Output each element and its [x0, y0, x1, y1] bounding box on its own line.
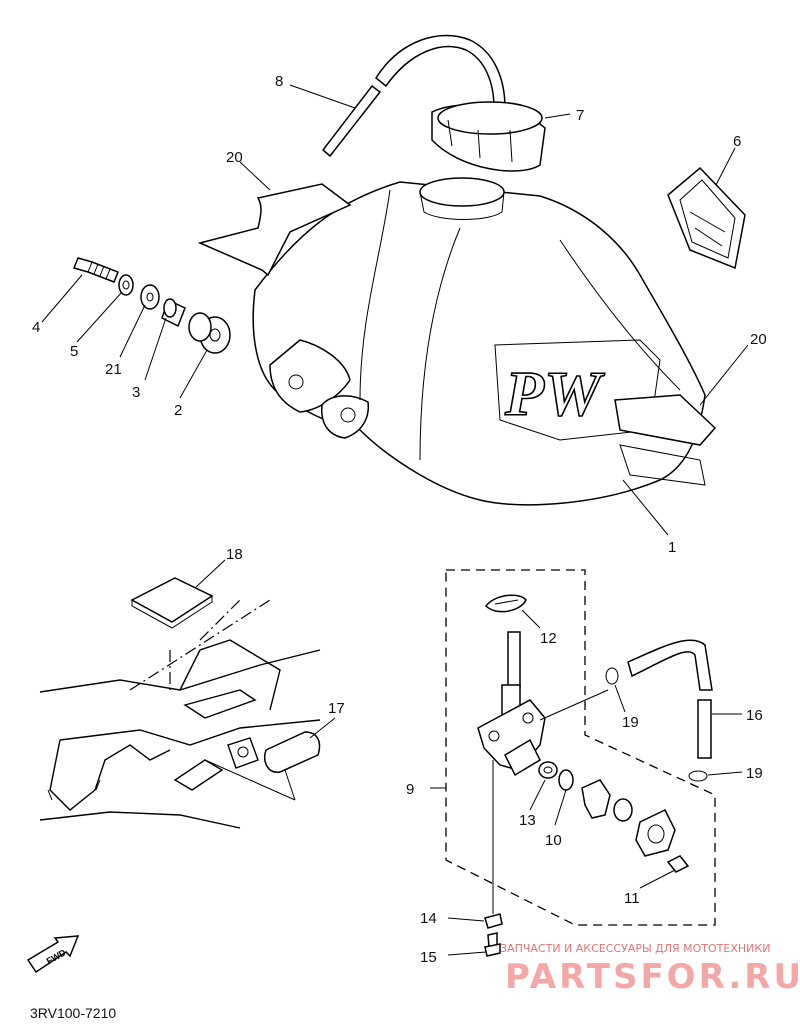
tank-emblem-plate	[667, 166, 746, 270]
lever-plate	[635, 809, 676, 857]
callout-21: 21	[105, 361, 122, 378]
callout-2: 2	[174, 402, 182, 419]
damper-pad-17	[264, 731, 321, 773]
tank-graphic-left	[197, 183, 352, 277]
callout-5: 5	[70, 343, 78, 360]
callout-20-right: 20	[750, 331, 767, 348]
damper-2	[188, 312, 231, 354]
forward-arrow-icon: FWD	[26, 935, 80, 974]
callout-9: 9	[406, 781, 414, 798]
fuel-tank	[252, 177, 706, 506]
callout-15: 15	[420, 949, 437, 966]
screw-11	[666, 855, 690, 873]
callout-19-upper: 19	[622, 714, 639, 731]
fuel-cock-assembly-box	[445, 569, 716, 926]
nut-14	[484, 913, 503, 929]
callout-13: 13	[519, 812, 536, 829]
callout-labels: 1 2 3 4 5 6 7 8 9 10 11 12 13 14 15 16 1…	[32, 73, 767, 966]
lever-valve	[581, 779, 633, 822]
leader-lines	[41, 84, 749, 956]
washer-21	[140, 284, 160, 310]
tank-logo: PW	[504, 358, 605, 429]
callout-14: 14	[420, 910, 437, 927]
fuel-cock-body	[477, 631, 546, 777]
callout-12: 12	[540, 630, 557, 647]
callout-1: 1	[668, 539, 676, 556]
screw-15	[484, 932, 501, 957]
watermark-line2: PARTSFOR.RU	[505, 957, 800, 997]
fuel-cap	[431, 101, 546, 172]
callout-8: 8	[275, 73, 283, 90]
collar-3	[161, 298, 186, 328]
diagram-code: 3RV100-7210	[30, 1005, 116, 1021]
washer-5	[118, 274, 134, 296]
callout-16: 16	[746, 707, 763, 724]
callout-4: 4	[32, 319, 40, 336]
callout-6: 6	[733, 133, 741, 150]
callout-20-left: 20	[226, 149, 243, 166]
oring-13	[538, 761, 558, 779]
tank-graphic-right	[614, 394, 717, 446]
oring-10	[558, 769, 574, 791]
callout-10: 10	[545, 832, 562, 849]
seat-pad-18	[130, 577, 214, 629]
callout-7: 7	[576, 107, 584, 124]
watermark-line1: ЗАПЧАСТИ И АКСЕССУАРЫ ДЛЯ МОТОТЕХНИКИ	[500, 942, 770, 955]
gasket-12	[485, 594, 527, 613]
callout-17: 17	[328, 700, 345, 717]
callout-19-lower: 19	[746, 765, 763, 782]
bolt-4	[72, 257, 119, 283]
clip-19-lower	[688, 770, 708, 782]
frame-section	[39, 599, 321, 829]
callout-3: 3	[132, 384, 140, 401]
clip-19-upper	[605, 667, 619, 685]
callout-18: 18	[226, 546, 243, 563]
callout-11: 11	[624, 890, 640, 907]
fuel-hose-16	[627, 639, 713, 759]
